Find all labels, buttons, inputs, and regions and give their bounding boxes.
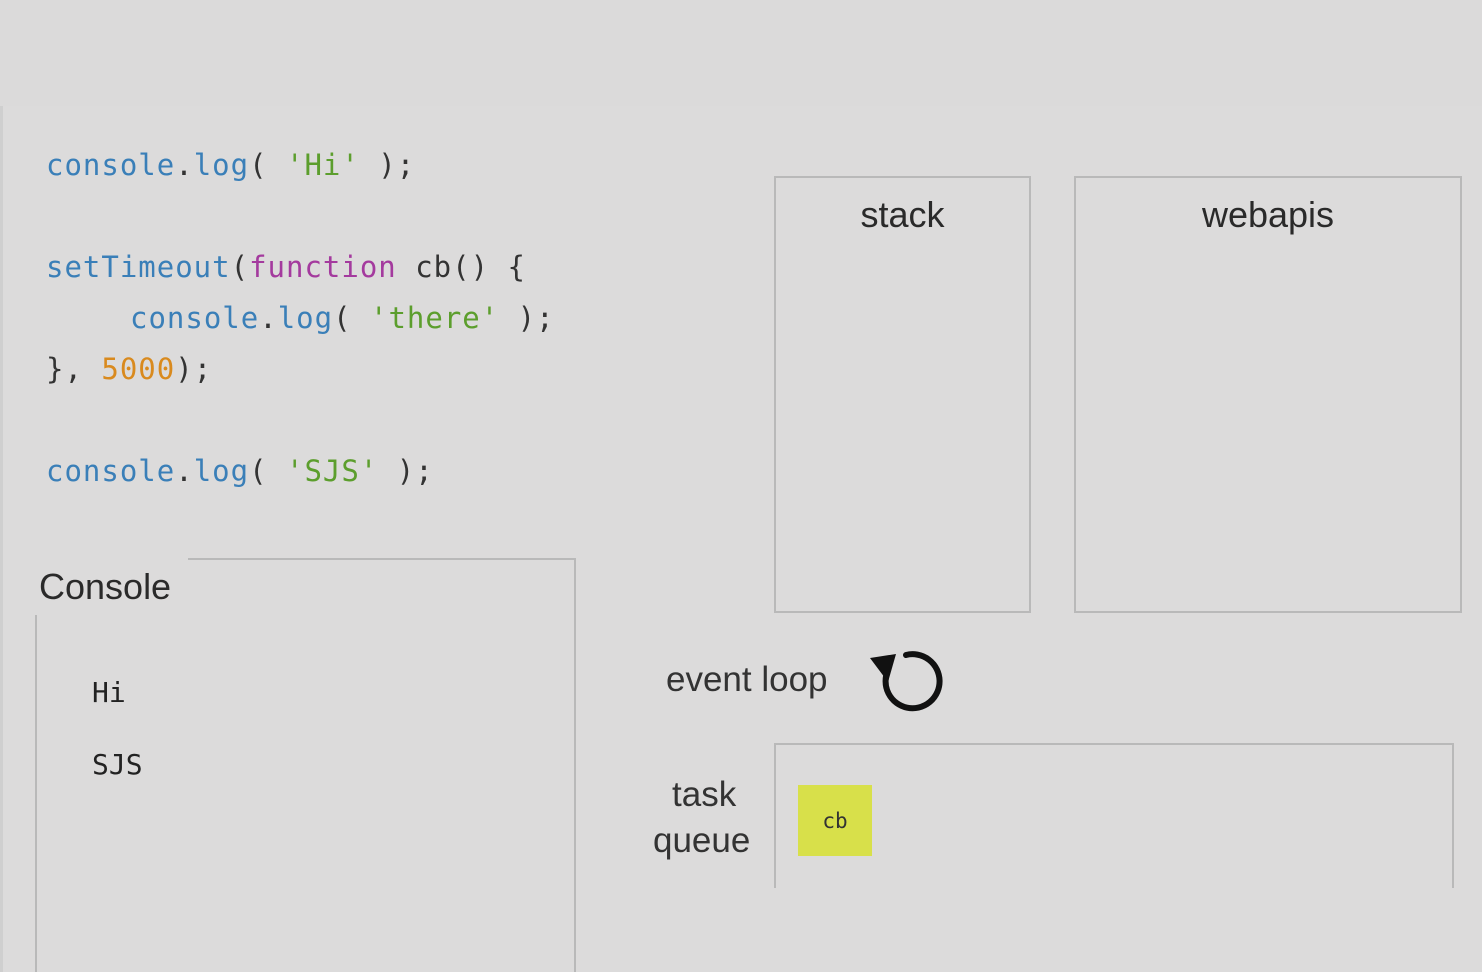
stack-title: stack [860,194,945,235]
code-brace-close: }, [46,352,102,386]
left-edge [0,106,3,972]
stack-panel: stack [774,176,1031,613]
code-paren-close: ); [175,352,213,386]
task-queue-item-cb: cb [798,785,872,856]
refresh-arrow-icon [870,651,943,712]
code-paren-close: ); [499,301,555,335]
code-method: log [277,301,334,335]
code-line-2: setTimeout(function cb() { [46,250,526,284]
code-line-4: }, 5000); [46,352,212,386]
console-output-line: Hi [92,676,126,709]
code-object: console [46,148,176,182]
webapis-panel: webapis [1074,176,1462,613]
console-border-right [574,558,576,972]
code-paren-open: ( [333,301,370,335]
task-queue-border-right [1452,743,1454,888]
top-band [0,0,1482,106]
code-paren-open: ( [230,250,250,284]
code-string: 'there' [370,301,500,335]
code-dot: . [175,454,194,488]
code-function-name: cb() { [396,250,526,284]
code-paren-close: ); [378,454,434,488]
code-paren-open: ( [249,148,286,182]
code-method: log [193,454,250,488]
code-keyword: function [249,250,397,284]
code-method: log [193,148,250,182]
code-line-3: console.log( 'there' ); [130,301,555,335]
code-dot: . [175,148,194,182]
code-string: 'Hi' [286,148,360,182]
task-queue-border-top [774,743,1454,745]
console-output-line: SJS [92,748,143,781]
task-queue-border-left [774,743,776,888]
task-queue-label-line1: task [672,775,737,814]
code-number: 5000 [101,352,176,386]
console-border-left [35,615,37,972]
webapis-title: webapis [1201,194,1335,235]
task-queue-label-line2: queue [653,821,751,860]
code-dot: . [259,301,278,335]
code-line-1: console.log( 'Hi' ); [46,148,415,182]
code-paren-open: ( [249,454,286,488]
code-line-5: console.log( 'SJS' ); [46,454,434,488]
code-object: console [46,454,176,488]
code-object: console [130,301,260,335]
console-border-top [188,558,576,560]
code-paren-close: ); [359,148,416,182]
event-loop-label: event loop [666,660,828,699]
code-function-call: setTimeout [46,250,231,284]
code-string: 'SJS' [286,454,379,488]
console-title: Console [39,566,172,607]
